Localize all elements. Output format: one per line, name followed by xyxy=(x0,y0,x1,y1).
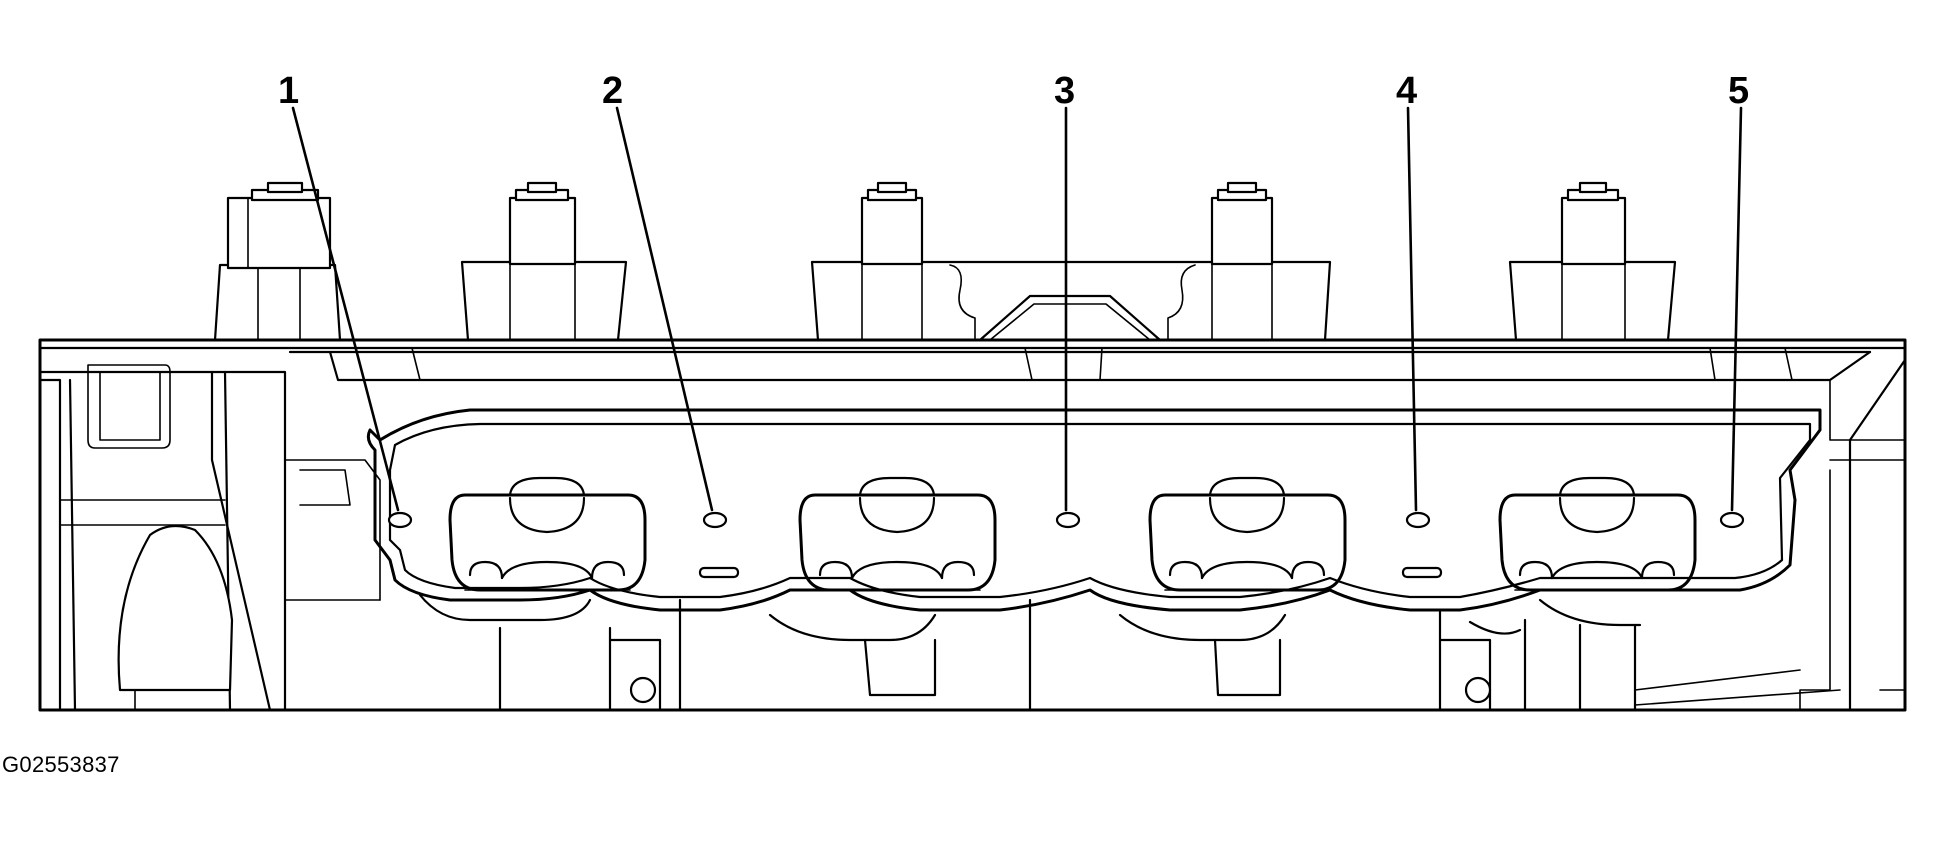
callout-label-5: 5 xyxy=(1728,70,1749,112)
callout-label-3: 3 xyxy=(1054,70,1075,112)
callout-label-2: 2 xyxy=(602,70,623,112)
small-hole xyxy=(1464,676,1492,704)
callout-labels: 1 2 3 4 5 xyxy=(278,70,1749,112)
exhaust-port xyxy=(1148,476,1347,592)
small-hole xyxy=(629,676,657,704)
callout-label-4: 4 xyxy=(1396,70,1417,112)
exhaust-flange xyxy=(366,408,1822,612)
bolt-towers xyxy=(213,181,1677,342)
exhaust-port xyxy=(798,476,997,592)
stud-hole xyxy=(702,511,728,529)
head-block xyxy=(38,338,1907,712)
callout-label-1: 1 xyxy=(278,70,299,112)
stud-hole xyxy=(1055,511,1081,529)
slot xyxy=(698,566,740,579)
callout-leader-2 xyxy=(615,106,714,512)
lower-structure xyxy=(418,593,1642,712)
stud-hole xyxy=(1719,511,1745,529)
stud-hole xyxy=(1405,511,1431,529)
callout-leader-4 xyxy=(1406,106,1418,512)
callout-leader-5 xyxy=(1730,106,1743,512)
bolt-tower xyxy=(460,181,628,342)
exhaust-port xyxy=(1498,476,1697,592)
bolt-tower xyxy=(810,181,1332,342)
exhaust-ports xyxy=(448,476,1697,592)
callout-leader-1 xyxy=(291,106,400,512)
stud-hole xyxy=(387,511,413,529)
figure-code: G02553837 xyxy=(2,752,120,777)
exhaust-port xyxy=(448,476,647,592)
callout-leaders xyxy=(291,106,1743,512)
stud-holes xyxy=(387,511,1745,579)
bolt-tower xyxy=(213,181,342,342)
slot xyxy=(1401,566,1443,579)
bolt-tower xyxy=(1508,181,1677,342)
